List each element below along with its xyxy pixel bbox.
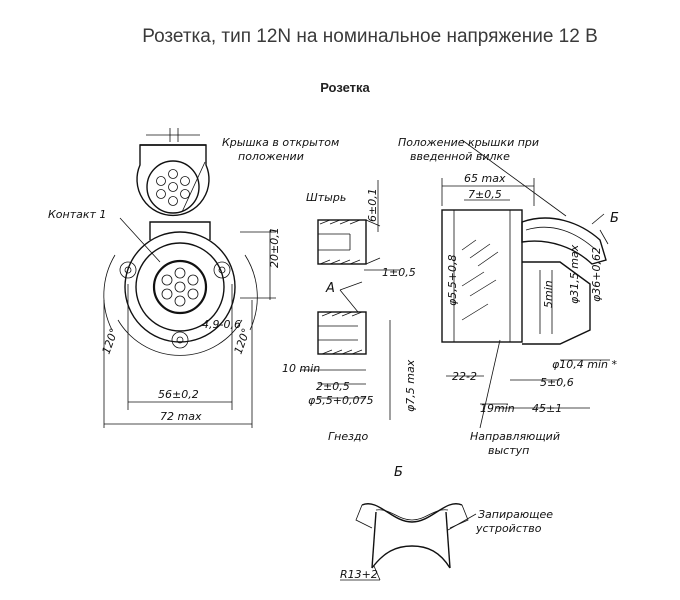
lock-label-2: устройство <box>475 522 542 535</box>
guide-label-1: Направляющий <box>470 430 560 443</box>
pin-and-socket-detail <box>300 180 400 420</box>
dim-20: 20±0,1 <box>268 227 281 268</box>
dim-2: 2±0,5 <box>316 380 350 393</box>
view-b-detail <box>340 503 477 581</box>
lock-label-1: Запирающее <box>478 508 553 521</box>
cover-open-label-1: Крышка в открытом <box>222 136 339 149</box>
drawing-subtitle: Розетка <box>320 80 370 95</box>
dim-1: 1±0,5 <box>382 266 416 279</box>
cover-closed-label-2: введенной вилке <box>410 150 510 163</box>
view-b-arrow-label: Б <box>610 211 619 226</box>
dim-31-5-max: φ31,5 max <box>568 244 581 304</box>
cover-closed-label-1: Положение крышки при <box>398 136 539 149</box>
side-section-view <box>441 139 610 429</box>
dim-5-5-right: φ5,5+0,8 <box>446 255 459 306</box>
front-view <box>103 128 276 428</box>
angle-120-left: 120° <box>100 327 121 356</box>
pin-label: Штырь <box>306 191 346 204</box>
guide-label-2: выступ <box>488 444 529 457</box>
dim-65-max: 65 max <box>464 172 506 185</box>
dim-56: 56±0,2 <box>158 388 199 401</box>
dim-10-4-min: φ10,4 min * <box>552 358 617 371</box>
dim-22: 22-2 <box>452 370 477 383</box>
dim-7-5-max: φ7,5 max <box>404 359 417 412</box>
dim-5-min: 5min <box>542 280 555 308</box>
dim-10-min: 10 min <box>282 362 320 375</box>
page-title: Розетка, тип 12N на номинальное напряжен… <box>142 26 598 47</box>
dim-45: 45±1 <box>532 402 562 415</box>
dim-19-min: 19min <box>480 402 515 415</box>
view-b-title: Б <box>394 465 403 480</box>
dim-7: 7±0,5 <box>468 188 502 201</box>
dim-72-max: 72 max <box>160 410 202 423</box>
detail-a-label: А <box>325 281 335 296</box>
dim-4-9: 4,9-0,6 <box>202 318 241 331</box>
cover-open-label-2: положении <box>238 150 304 163</box>
socket-label: Гнездо <box>328 430 369 443</box>
dim-6: 6±0,1 <box>366 188 379 222</box>
dim-5-5-socket: φ5,5+0,075 <box>308 394 373 407</box>
contact-1-label: Контакт 1 <box>48 208 106 221</box>
dim-5: 5±0,6 <box>540 376 574 389</box>
dim-r13: R13+2 <box>340 568 378 581</box>
dim-36: φ36+0,62 <box>590 247 603 302</box>
